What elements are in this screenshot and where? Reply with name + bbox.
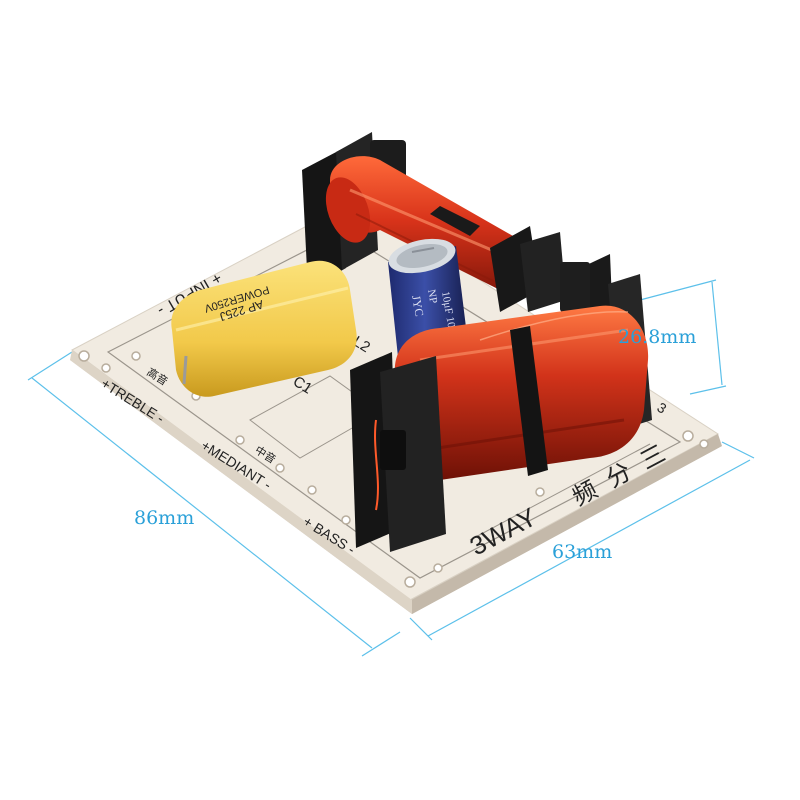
elec-cap-marking-1: NP xyxy=(425,288,439,304)
inductor-back xyxy=(302,132,566,312)
width-dimension-label: 63mm xyxy=(552,541,612,563)
elec-cap-brand: JYC xyxy=(409,294,426,317)
length-dimension-label: 86mm xyxy=(134,507,194,529)
height-dimension-label: 26.8mm xyxy=(618,326,696,348)
film-capacitor: AP 225J POWER250V xyxy=(171,260,357,397)
dimension-lines xyxy=(27,279,755,657)
inductor-front xyxy=(350,254,652,552)
